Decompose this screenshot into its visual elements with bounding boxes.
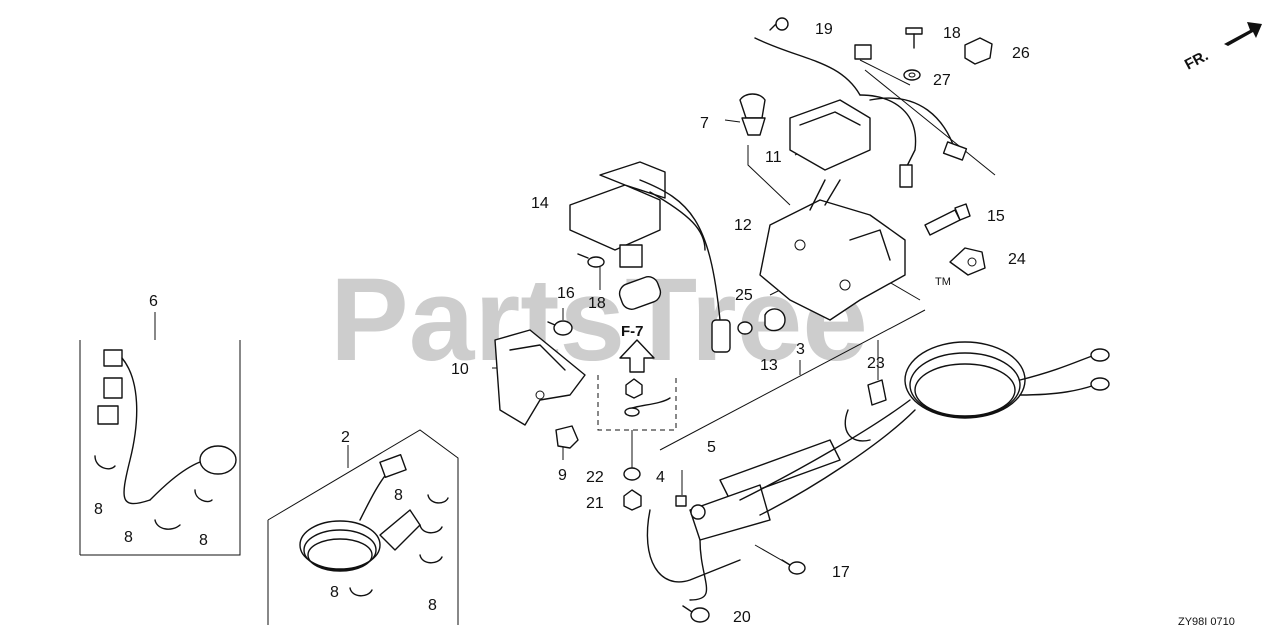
reference-label: F-7 xyxy=(621,323,644,340)
callout-11: 11 xyxy=(765,149,782,166)
callout-13: 13 xyxy=(760,357,778,374)
grommet-part-13 xyxy=(764,308,786,332)
clamp-part-26 xyxy=(964,37,993,65)
bolt-part-17 xyxy=(781,559,806,575)
callout-labels: 19 18 26 27 7 11 14 12 15 24 18 16 25 6 … xyxy=(94,21,1030,626)
callout-20: 20 xyxy=(733,609,751,626)
watermark-tm: TM xyxy=(935,276,951,288)
callout-21: 21 xyxy=(586,495,604,512)
callout-10: 10 xyxy=(451,361,469,378)
callout-18-top: 18 xyxy=(943,25,961,42)
cable-coil-part-3 xyxy=(739,341,1110,516)
bracket-part-12 xyxy=(759,179,906,321)
regulator-part-11 xyxy=(754,37,968,188)
callout-22: 22 xyxy=(586,469,604,486)
bolt-part-18-top xyxy=(905,27,923,49)
callout-14: 14 xyxy=(531,195,549,212)
callout-19: 19 xyxy=(815,21,833,38)
callout-3: 3 xyxy=(796,341,805,358)
callout-25: 25 xyxy=(735,287,753,304)
harness-part-6 xyxy=(97,349,237,505)
callout-9: 9 xyxy=(558,467,567,484)
f7-reference: F-7 xyxy=(619,323,671,417)
callout-24: 24 xyxy=(1008,251,1026,268)
ignition-coil-part-14 xyxy=(569,161,731,353)
diagram-code: ZY98I 0710 xyxy=(1178,616,1235,628)
callout-27: 27 xyxy=(933,72,951,89)
clips-part-8-group6 xyxy=(94,455,213,530)
clamp-part-23 xyxy=(844,379,887,442)
clip-part-9 xyxy=(555,425,579,449)
group-box-6 xyxy=(79,312,241,556)
callout-6: 6 xyxy=(149,293,158,310)
callout-15: 15 xyxy=(987,208,1005,225)
grommet-part-25 xyxy=(737,321,753,335)
callout-8-a: 8 xyxy=(94,501,103,518)
group-box-2 xyxy=(267,429,459,625)
callout-4: 4 xyxy=(656,469,665,486)
bolt-part-19 xyxy=(769,17,789,31)
callout-16: 16 xyxy=(557,285,575,302)
clips-part-8-group2 xyxy=(349,494,449,597)
callout-23: 23 xyxy=(867,355,885,372)
front-label: FR. xyxy=(1182,47,1211,73)
callout-8-f: 8 xyxy=(428,597,437,614)
callout-2: 2 xyxy=(341,429,350,446)
callout-18-lower: 18 xyxy=(588,295,606,312)
callout-17: 17 xyxy=(832,564,850,581)
washer-part-22 xyxy=(623,467,641,481)
callout-8-b: 8 xyxy=(394,487,403,504)
callout-8-c: 8 xyxy=(124,529,133,546)
group-box-f7 xyxy=(597,375,677,431)
harness-part-2 xyxy=(299,454,421,572)
arrow-icon xyxy=(1224,22,1262,46)
nut-part-21 xyxy=(623,489,642,511)
callout-8-d: 8 xyxy=(199,532,208,549)
callout-7: 7 xyxy=(700,115,709,132)
callout-8-e: 8 xyxy=(330,584,339,601)
washer-part-27 xyxy=(903,69,921,81)
bolt-part-15 xyxy=(924,203,971,236)
callout-5: 5 xyxy=(707,439,716,456)
fuse-part-4 xyxy=(675,495,687,507)
terminal-part-24 xyxy=(949,247,986,276)
bracket-part-10 xyxy=(494,329,586,426)
callout-26: 26 xyxy=(1012,45,1030,62)
bolt-part-18-lower xyxy=(577,253,605,268)
callout-12: 12 xyxy=(734,217,752,234)
front-direction-arrow: FR. xyxy=(1182,22,1262,74)
bolt-part-20 xyxy=(682,605,710,623)
cable-part-5 xyxy=(646,439,841,601)
bolt-part-16 xyxy=(547,320,573,336)
grommet-part-7 xyxy=(739,93,766,136)
